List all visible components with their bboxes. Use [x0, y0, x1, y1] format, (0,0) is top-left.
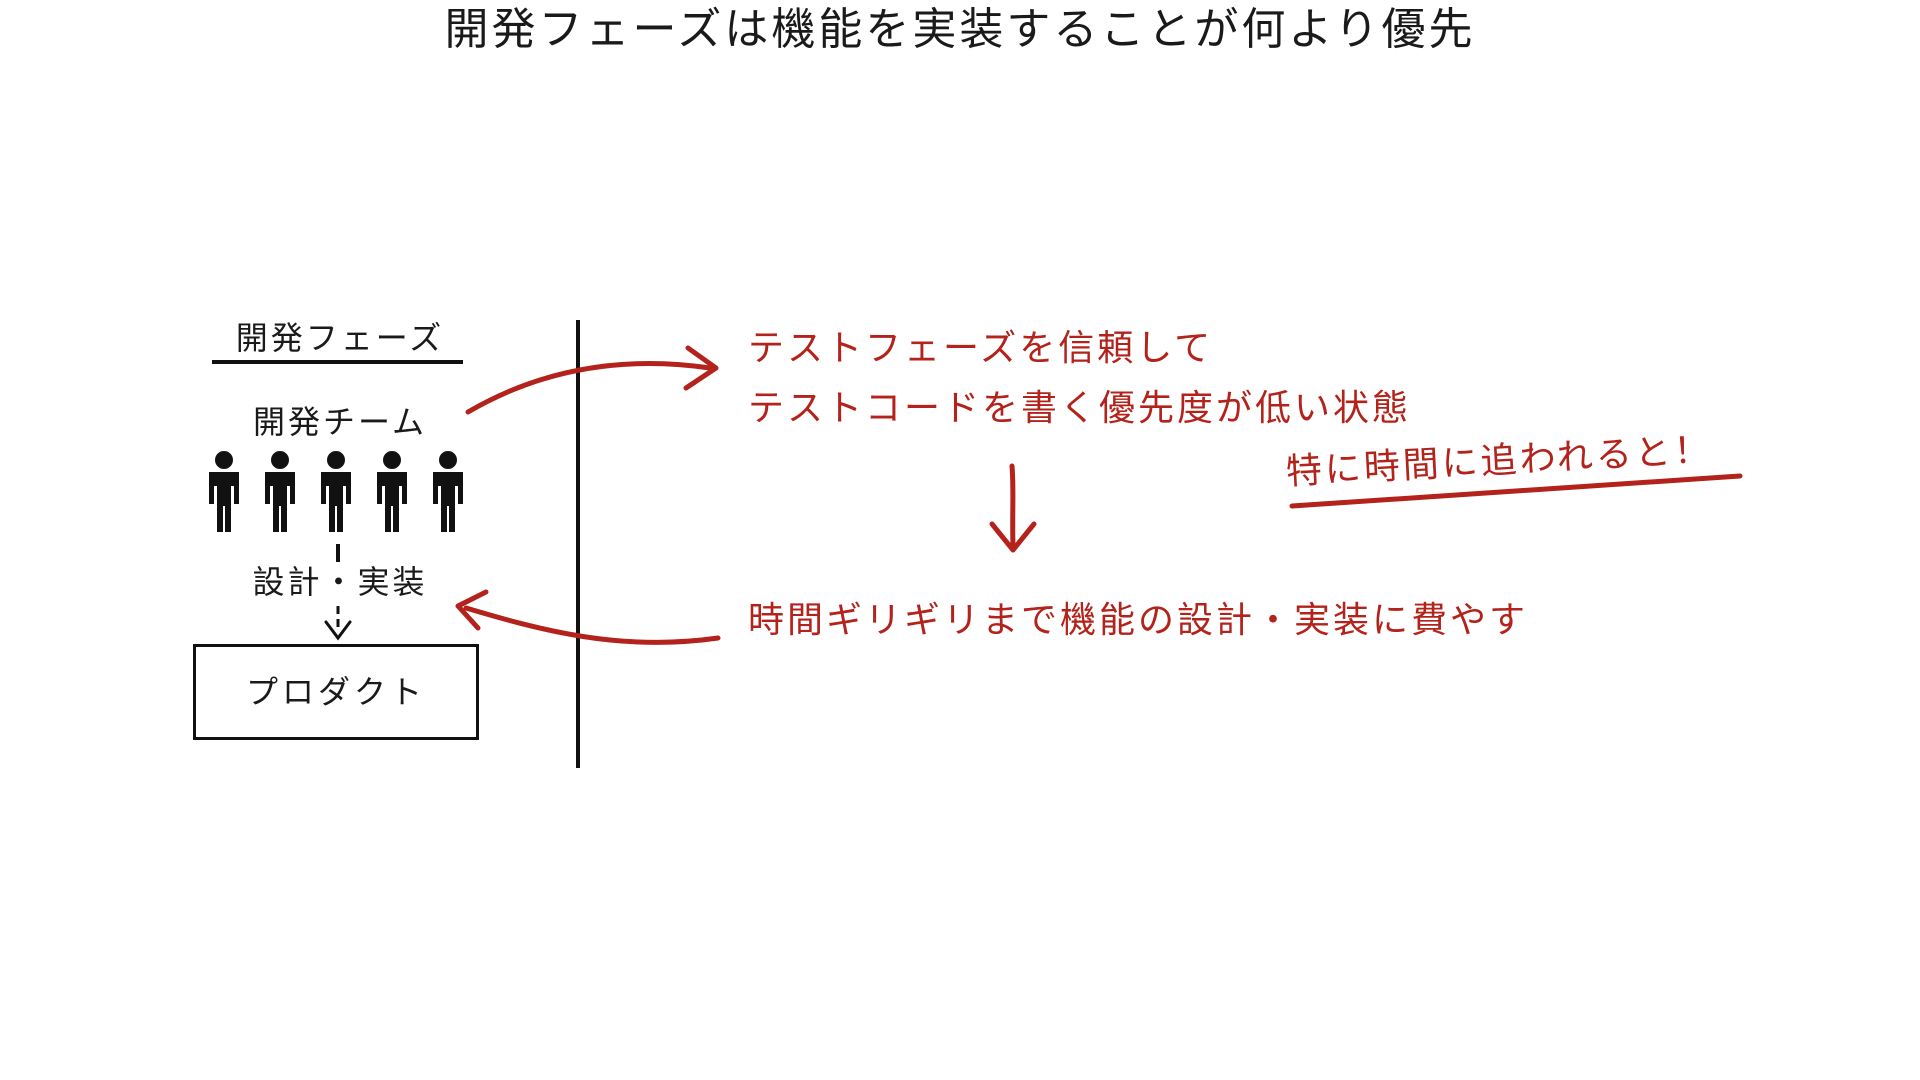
down-arrow-head: [989, 521, 1037, 553]
design-to-product-arrowhead: [455, 589, 489, 631]
person-icon: [209, 451, 239, 532]
product-box: [193, 644, 479, 740]
team-label: 開発チーム: [252, 403, 428, 441]
note-underline: [1289, 473, 1743, 509]
design-to-product-arrow: [463, 605, 721, 645]
spend-time-text: 時間ギリギリまで機能の設計・実装に費やす: [748, 600, 1529, 641]
trust-test-phase-text: テストフェーズを信頼して: [748, 328, 1214, 369]
process-label: 設計・実装: [252, 563, 428, 601]
product-label: プロダクト: [245, 673, 426, 711]
team-members: [209, 451, 463, 532]
person-icon: [265, 451, 295, 532]
low-priority-text: テストコードを書く優先度が低い状態: [748, 388, 1412, 429]
page-title: 開発フェーズは機能を実装することが何より優先: [444, 4, 1476, 55]
phase-heading: 開発フェーズ: [235, 319, 445, 357]
person-icon: [433, 451, 463, 532]
team-to-test-arrow: [465, 360, 713, 415]
person-icon: [377, 451, 407, 532]
team-to-test-arrowhead: [683, 345, 719, 391]
down-arrow: [1009, 463, 1016, 549]
connector-arrowhead: [324, 620, 352, 641]
person-icon: [321, 451, 351, 532]
